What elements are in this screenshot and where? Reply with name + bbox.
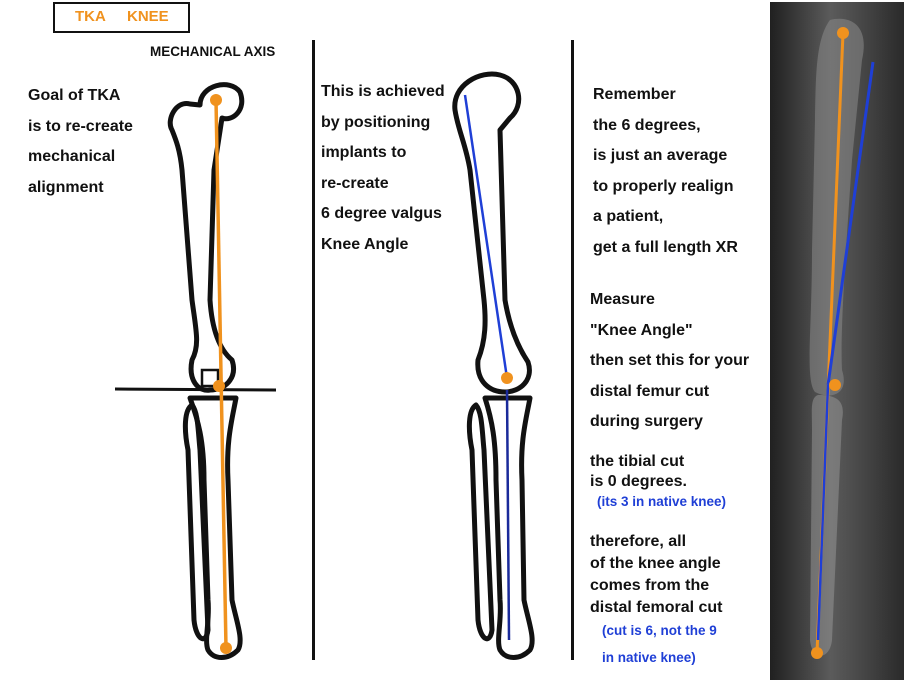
- col3-line: then set this for your: [590, 352, 750, 369]
- title-tka: TKA: [75, 8, 106, 25]
- col3-line: "Knee Angle": [590, 321, 693, 339]
- note-native-knee-femoral: (cut is 6, not the 9 in native knee): [602, 617, 717, 671]
- col3-block1: Remember the 6 degrees, is just an avera…: [593, 80, 738, 263]
- heading-mechanical-axis: MECHANICAL AXIS: [150, 44, 276, 59]
- col3-line: comes from the: [590, 577, 710, 594]
- note-line: in native knee): [602, 650, 696, 665]
- col1-line: Goal of TKA: [28, 87, 121, 104]
- left-mechanical-axis-line: [214, 99, 228, 649]
- tibial-cut-line: [114, 387, 277, 392]
- middle-tibial-axis-line: [505, 389, 511, 641]
- col1-line: is to re-create: [28, 117, 133, 135]
- left-fibula: [182, 402, 211, 642]
- xray-knee-center-dot: [829, 379, 841, 391]
- col3-line: Remember: [593, 86, 676, 103]
- xray-tibial-axis-line: [816, 384, 830, 641]
- col2-line: by positioning: [321, 113, 431, 131]
- xray-hip-center-dot: [837, 27, 849, 39]
- col3-line: to properly realign: [593, 177, 734, 195]
- col3-block4: therefore, all of the knee angle comes f…: [590, 531, 722, 619]
- xray-anatomic-axis-line: [826, 61, 875, 386]
- col2-line: This is achieved: [321, 83, 445, 100]
- col1-line: mechanical: [28, 148, 116, 165]
- left-knee-center-dot: [213, 380, 225, 392]
- col3-line: distal femoral cut: [590, 599, 723, 616]
- middle-femur: [452, 71, 532, 395]
- col2-line: 6 degree valgus: [321, 205, 442, 222]
- col3-block3: the tibial cut is 0 degrees.: [590, 452, 687, 492]
- middle-fibula: [466, 402, 495, 642]
- col3-line: Measure: [590, 291, 655, 308]
- divider-right: [571, 40, 574, 660]
- col3-line: during surgery: [590, 413, 703, 430]
- col3-line: is 0 degrees.: [590, 473, 687, 490]
- col3-line: distal femur cut: [590, 382, 710, 400]
- col3-block2: Measure "Knee Angle" then set this for y…: [590, 285, 749, 438]
- left-tibia: [187, 395, 243, 660]
- middle-tibia: [482, 395, 535, 660]
- col2-line: re-create: [321, 174, 389, 192]
- col3-line: is just an average: [593, 147, 728, 164]
- col1-line: alignment: [28, 178, 104, 196]
- middle-leg-bones: [452, 71, 535, 660]
- col2-text: This is achieved by positioning implants…: [321, 77, 445, 260]
- col1-text: Goal of TKA is to re-create mechanical a…: [28, 81, 133, 203]
- col3-line: a patient,: [593, 208, 664, 225]
- divider-left: [312, 40, 315, 660]
- xray-bone-shadows: [809, 18, 864, 656]
- middle-anatomic-axis-line: [463, 94, 509, 379]
- col2-line: Knee Angle: [321, 235, 409, 253]
- col2-line: implants to: [321, 144, 407, 161]
- col3-line: the tibial cut: [590, 453, 685, 470]
- middle-knee-center-dot: [501, 372, 513, 384]
- xray-ankle-center-dot: [811, 647, 823, 659]
- col3-line: of the knee angle: [590, 555, 721, 572]
- left-hip-center-dot: [210, 94, 222, 106]
- left-femur: [167, 82, 245, 393]
- right-angle-marker: [200, 368, 220, 388]
- title-box: TKA KNEE: [53, 2, 190, 33]
- title-knee: KNEE: [127, 8, 169, 25]
- col3-line: the 6 degrees,: [593, 116, 701, 134]
- col3-line: get a full length XR: [593, 238, 738, 256]
- note-line: (cut is 6, not the 9: [602, 623, 717, 638]
- left-ankle-center-dot: [220, 642, 232, 654]
- col3-line: therefore, all: [590, 533, 687, 550]
- note-native-knee-tibial: (its 3 in native knee): [597, 494, 727, 509]
